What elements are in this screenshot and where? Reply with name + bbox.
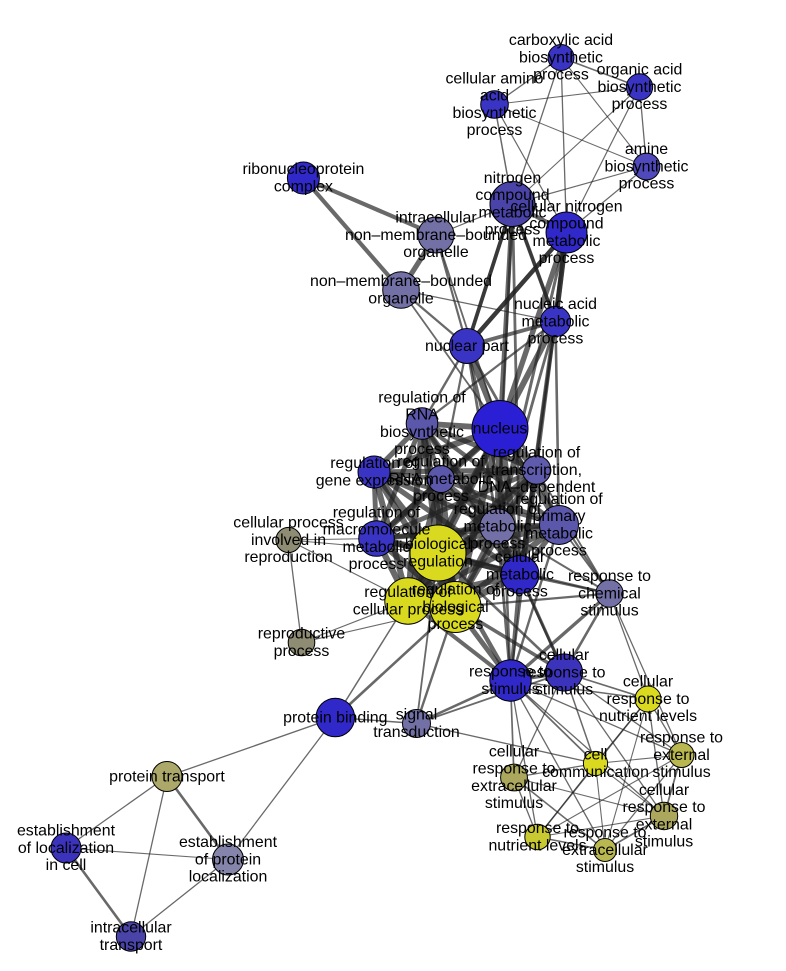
svg-text:protein transport: protein transport	[109, 768, 225, 785]
svg-text:nuclear part: nuclear part	[425, 338, 509, 355]
svg-text:nucleus: nucleus	[473, 420, 528, 437]
svg-text:protein binding: protein binding	[283, 709, 387, 726]
